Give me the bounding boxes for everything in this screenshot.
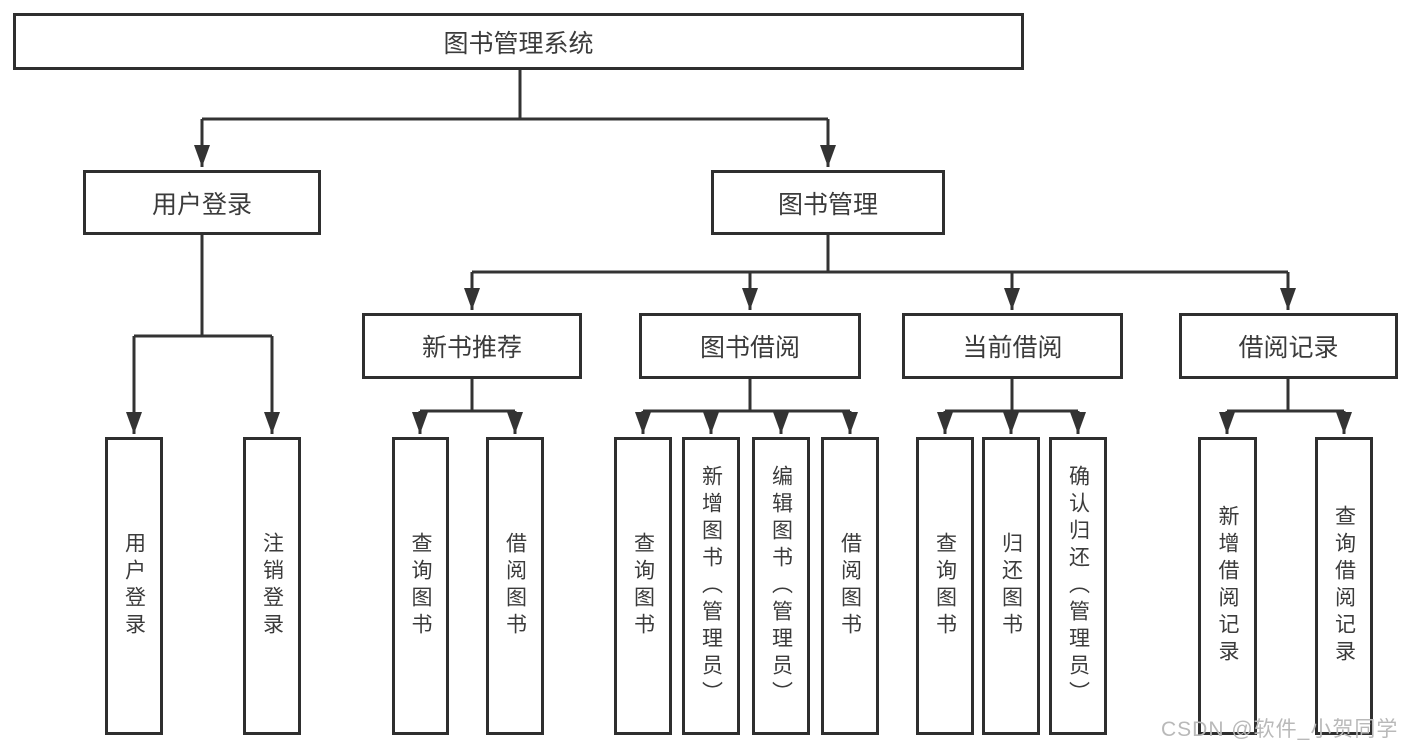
- node-current-borrowing: 当前借阅: [902, 313, 1123, 379]
- leaf-edit-book-admin: 编辑图书（管理员）: [752, 437, 810, 735]
- leaf-borrow-books-1: 借阅图书: [486, 437, 544, 735]
- leaf-user-login: 用户登录: [105, 437, 163, 735]
- leaf-logout: 注销登录: [243, 437, 301, 735]
- leaf-query-books-3: 查询图书: [916, 437, 974, 735]
- leaf-query-borrow-record: 查询借阅记录: [1315, 437, 1373, 735]
- leaf-confirm-return-admin: 确认归还（管理员）: [1049, 437, 1107, 735]
- leaf-return-books: 归还图书: [982, 437, 1040, 735]
- leaf-borrow-books-2: 借阅图书: [821, 437, 879, 735]
- node-user-login: 用户登录: [83, 170, 321, 235]
- leaf-query-books-1: 查询图书: [392, 437, 449, 735]
- node-book-management: 图书管理: [711, 170, 945, 235]
- node-new-book-recommend: 新书推荐: [362, 313, 582, 379]
- csdn-watermark: CSDN @软件_小贺同学: [1161, 718, 1399, 741]
- leaf-query-books-2: 查询图书: [614, 437, 672, 735]
- node-book-borrowing: 图书借阅: [639, 313, 861, 379]
- node-borrowing-records: 借阅记录: [1179, 313, 1398, 379]
- leaf-add-borrow-record: 新增借阅记录: [1198, 437, 1257, 735]
- node-library-management-system: 图书管理系统: [13, 13, 1024, 70]
- leaf-add-book-admin: 新增图书（管理员）: [682, 437, 740, 735]
